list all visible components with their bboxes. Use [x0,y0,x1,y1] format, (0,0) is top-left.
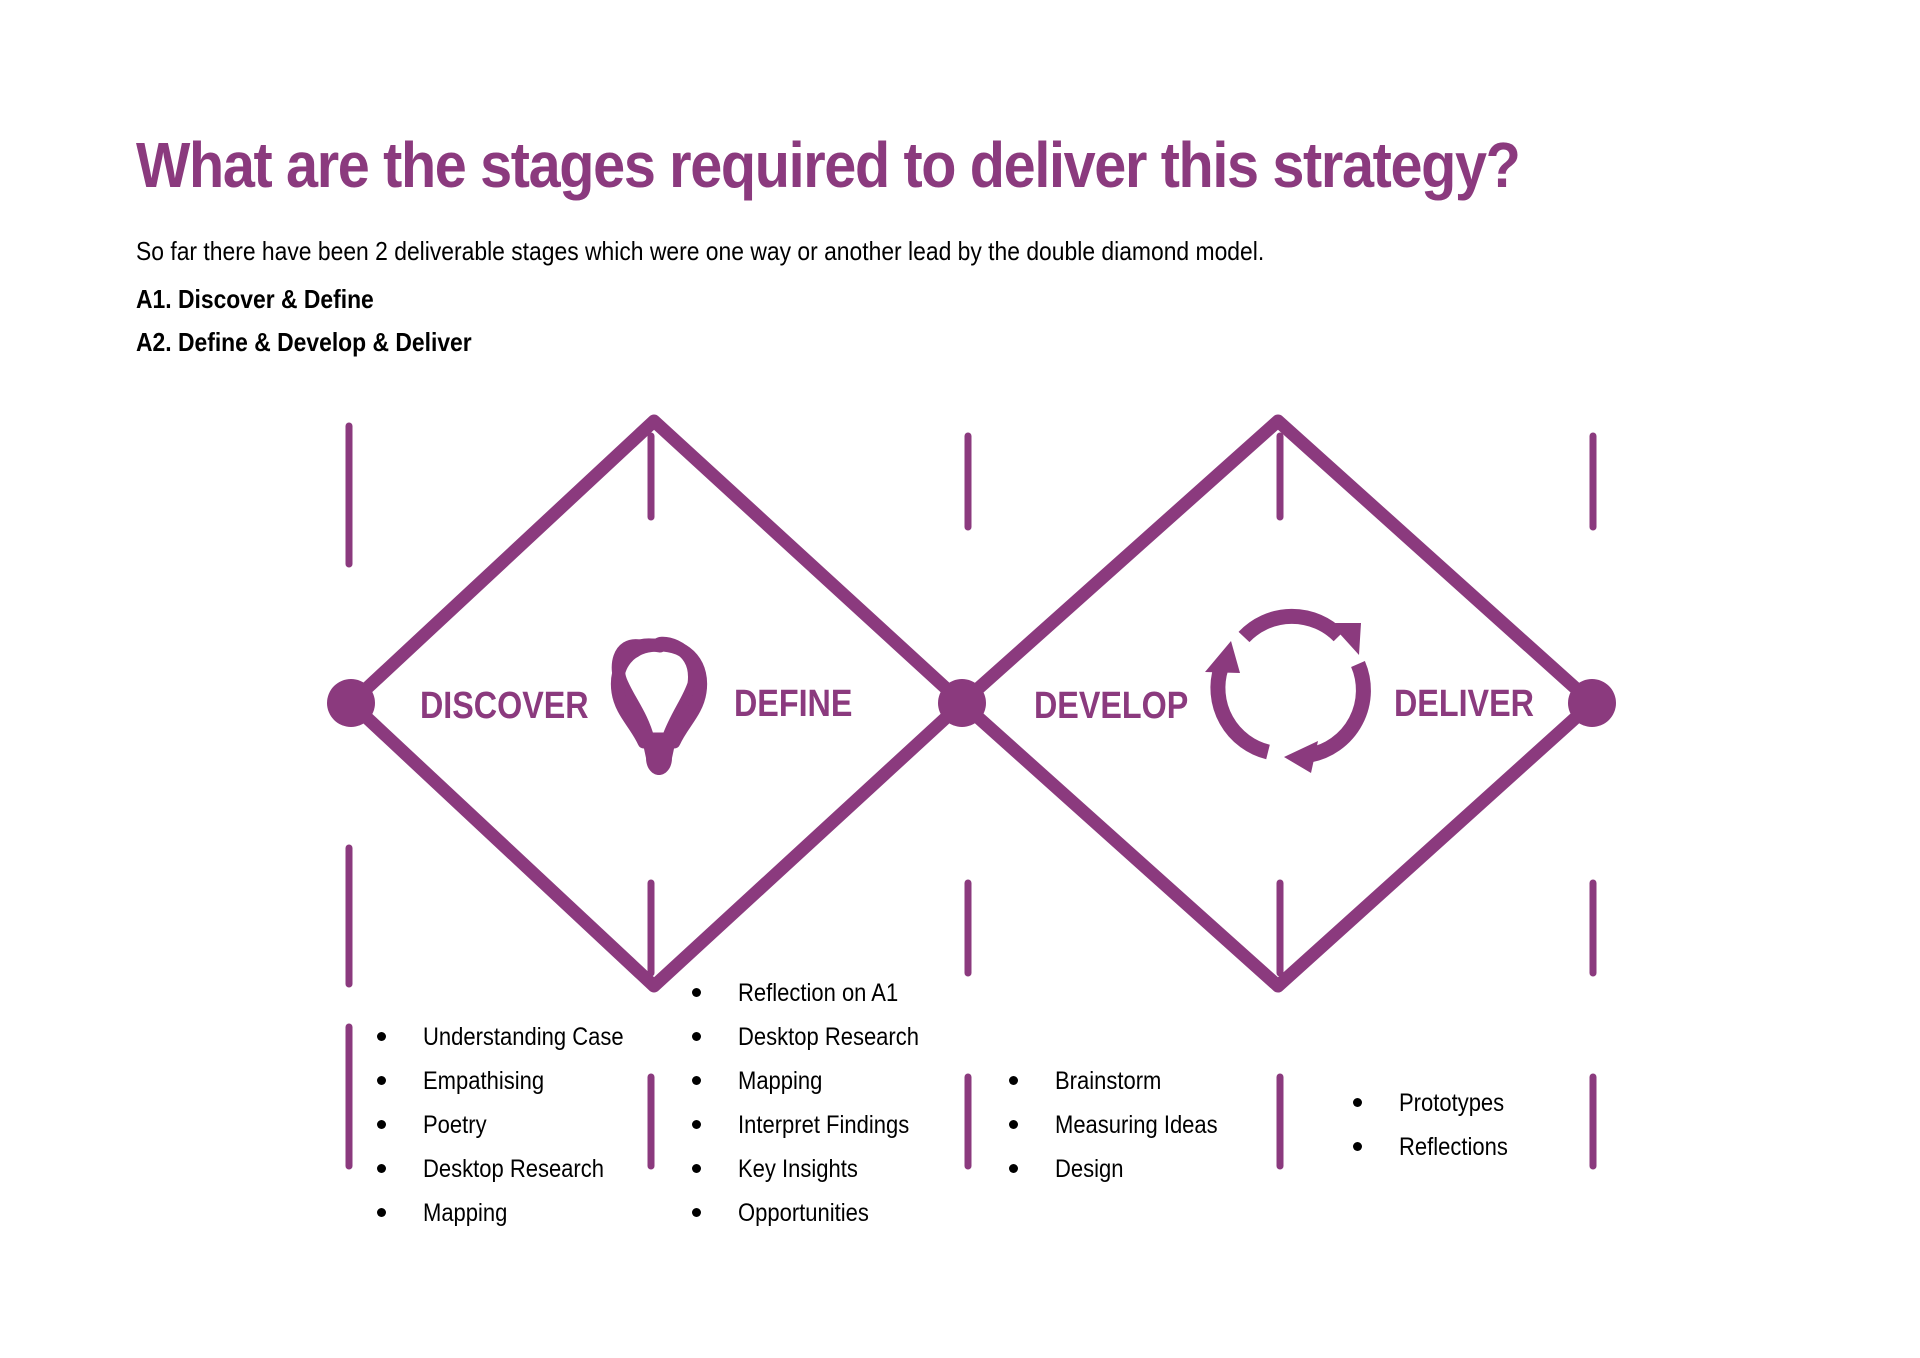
node-end [1568,679,1616,727]
list-item: Mapping [692,1059,944,1103]
phase-label-develop: DEVELOP [1034,685,1188,727]
stage-a1: A1. Discover & Define [136,284,374,314]
list-item: Key Insights [692,1147,944,1191]
phase-dividers [345,422,1597,1170]
develop-list: Brainstorm Measuring Ideas Design [1009,1059,1240,1191]
node-middle [938,679,986,727]
list-item: Design [1009,1147,1240,1191]
list-item: Reflection on A1 [692,971,944,1015]
list-item: Brainstorm [1009,1059,1240,1103]
list-item: Understanding Case [377,1015,651,1059]
list-item: Opportunities [692,1191,944,1235]
intro-text: So far there have been 2 deliverable sta… [136,236,1265,266]
list-item: Desktop Research [377,1147,651,1191]
list-item: Mapping [377,1191,651,1235]
deliver-list: Prototypes Reflections [1353,1081,1523,1169]
define-list: Reflection on A1 Desktop Research Mappin… [692,971,944,1235]
list-item: Poetry [377,1103,651,1147]
list-item: Reflections [1353,1125,1523,1169]
phase-label-define: DEFINE [734,683,852,725]
phase-label-discover: DISCOVER [420,685,589,727]
list-item: Desktop Research [692,1015,944,1059]
phase-label-deliver: DELIVER [1394,683,1534,725]
node-start [327,679,375,727]
list-item: Prototypes [1353,1081,1523,1125]
list-item: Empathising [377,1059,651,1103]
list-item: Measuring Ideas [1009,1103,1240,1147]
list-item: Interpret Findings [692,1103,944,1147]
lightbulb-icon [610,636,708,775]
page-title: What are the stages required to deliver … [136,129,1521,201]
cycle-arrows-icon [1205,608,1371,773]
stage-a2: A2. Define & Develop & Deliver [136,327,472,357]
discover-list: Understanding Case Empathising Poetry De… [377,1015,651,1235]
